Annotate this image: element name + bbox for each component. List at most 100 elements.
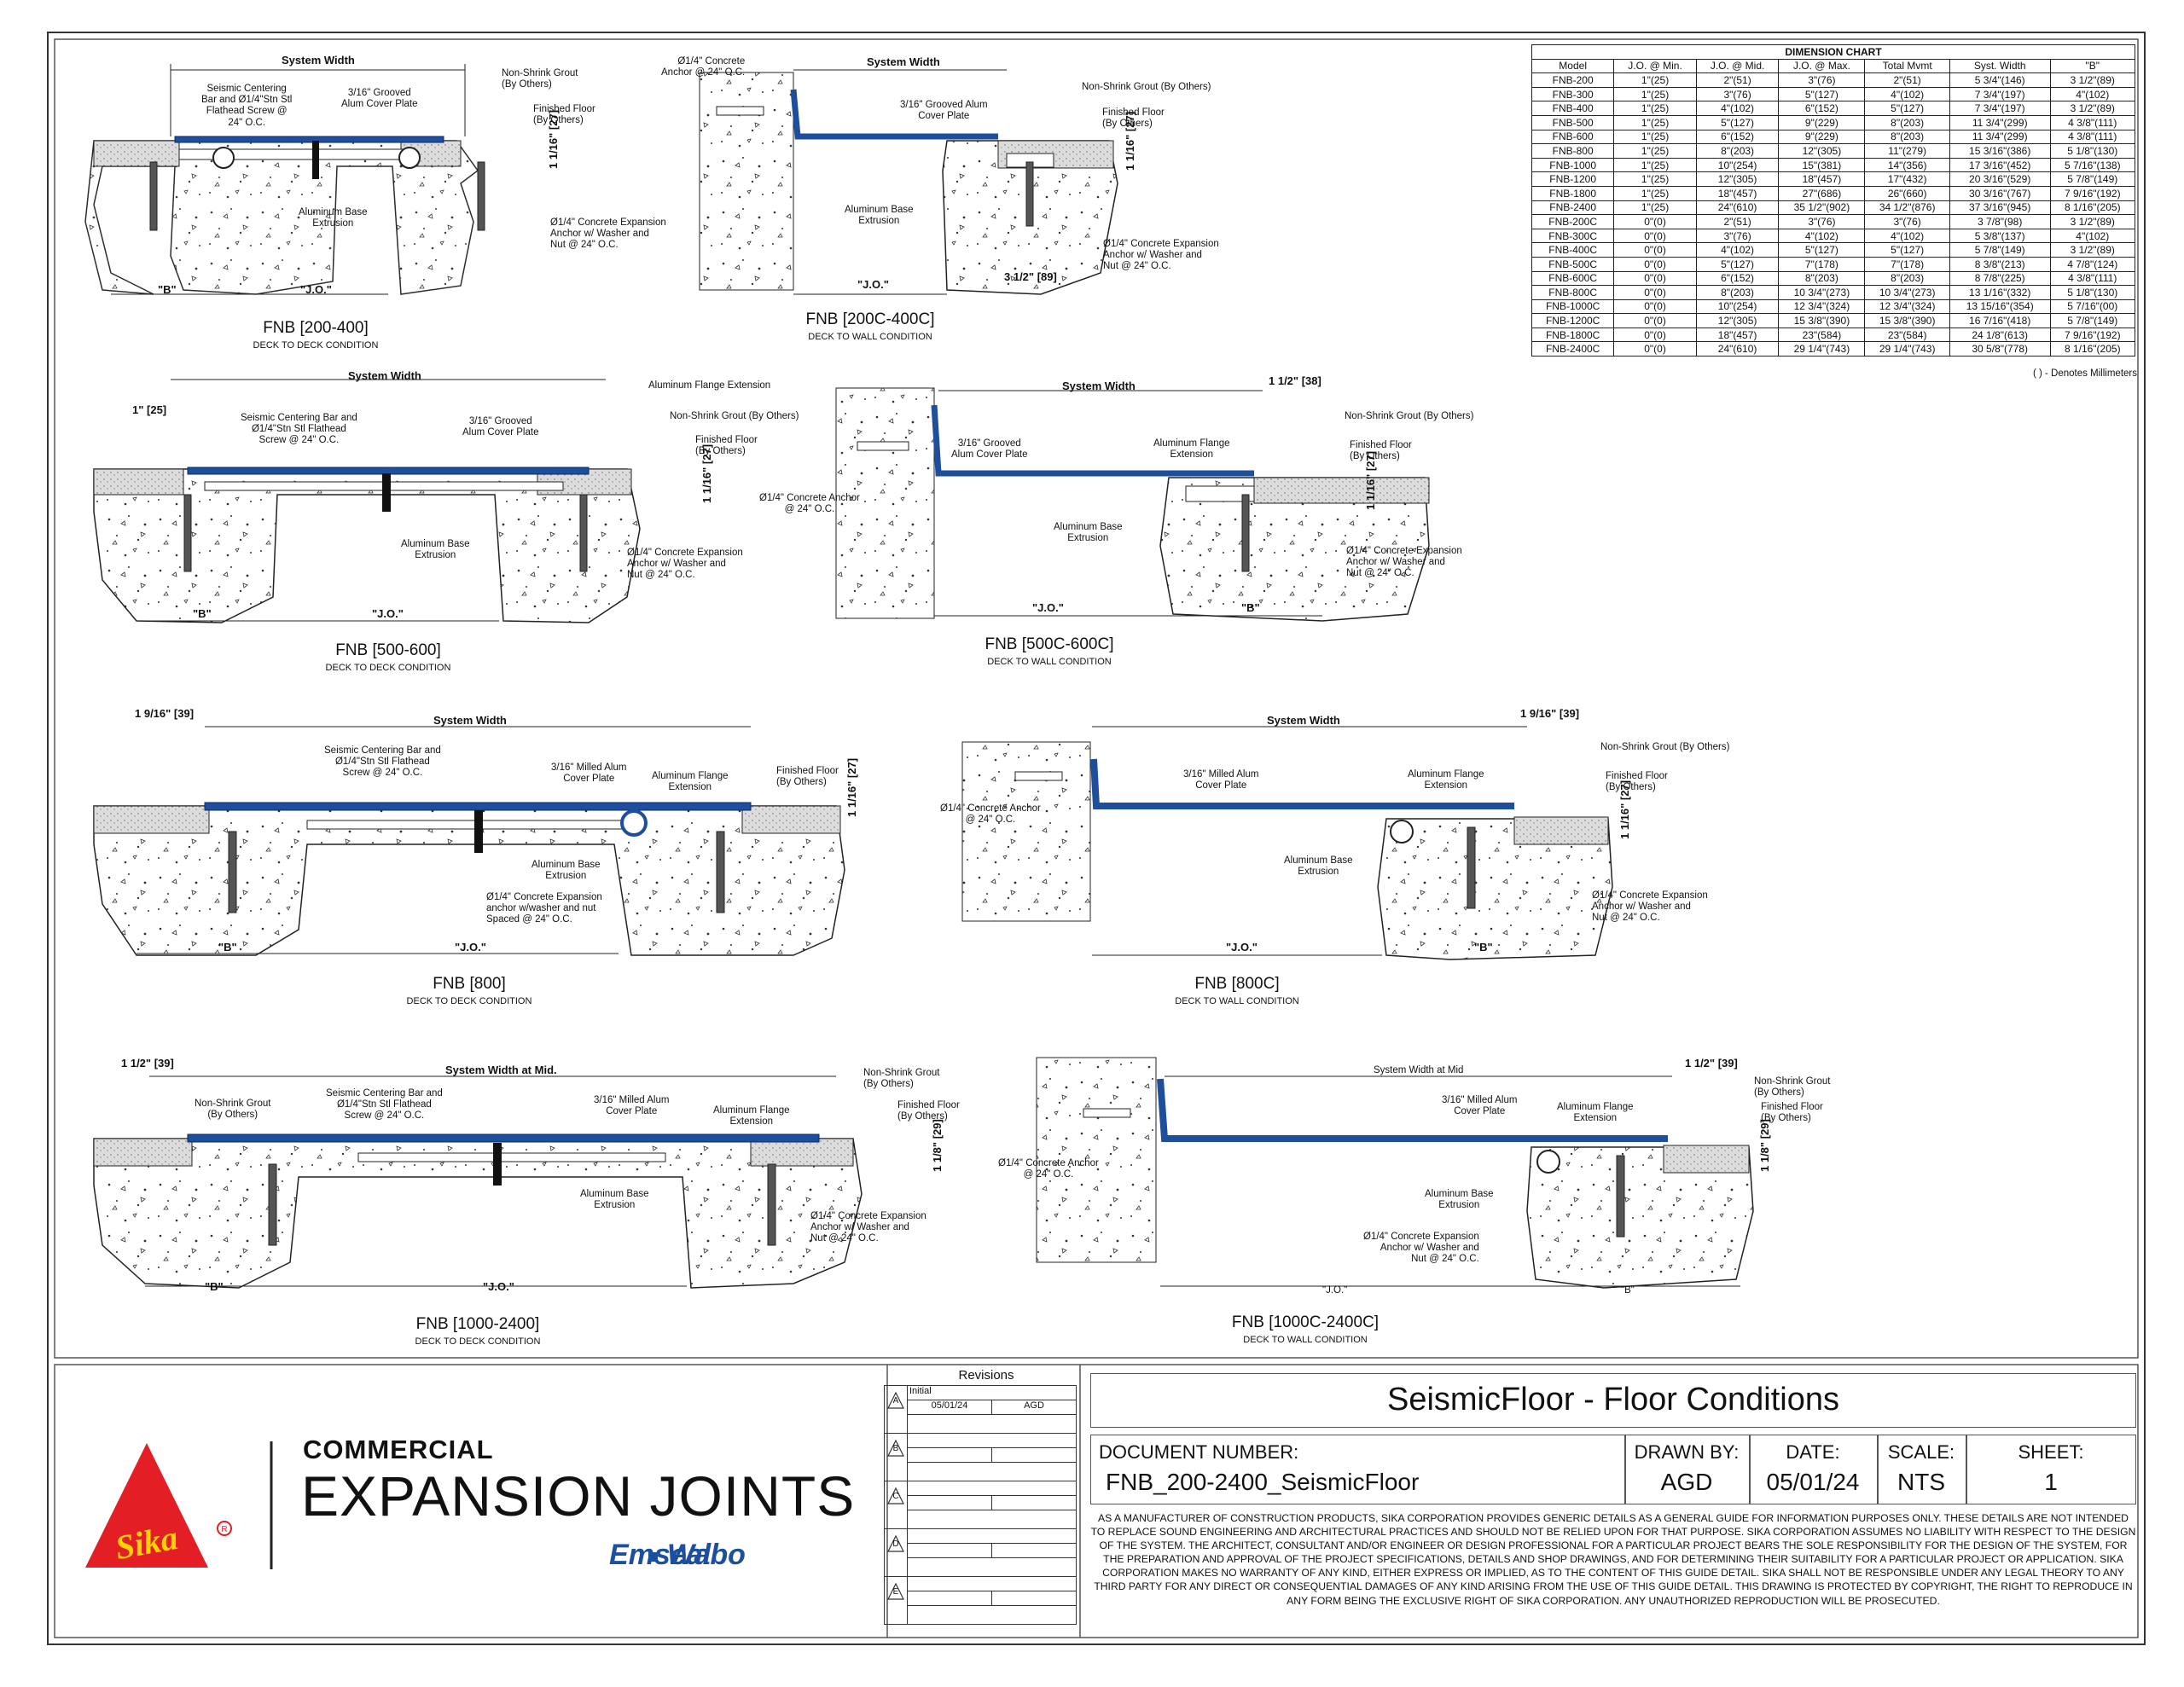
revision-description bbox=[908, 1481, 1076, 1496]
chart-cell: 5 3/8"(137) bbox=[1949, 228, 2051, 244]
label: "B" bbox=[1621, 1285, 1635, 1296]
chart-cell: 6"(152) bbox=[1778, 101, 1866, 116]
chart-cell: 4 3/8"(111) bbox=[2049, 270, 2136, 287]
label: Non-Shrink Grout (By Others) bbox=[670, 411, 799, 421]
chart-cell: 5"(127) bbox=[1864, 101, 1950, 116]
label: Non-Shrink Grout (By Others) bbox=[1600, 742, 1730, 752]
chart-cell: 4 7/8"(124) bbox=[2049, 256, 2136, 272]
chart-cell: 12"(305) bbox=[1695, 171, 1780, 187]
revision-detail-cell bbox=[907, 1481, 1077, 1529]
label: 1 1/2" [39] bbox=[1685, 1057, 1738, 1070]
revision-description: Initial bbox=[908, 1386, 1076, 1400]
label: Aluminum Base Extrusion bbox=[531, 860, 601, 882]
label: 1 1/2" [38] bbox=[1269, 374, 1321, 387]
chart-cell: 15"(381) bbox=[1778, 157, 1866, 173]
label: Finished Floor (By Others) bbox=[1761, 1102, 1823, 1124]
label: 1" [25] bbox=[132, 403, 167, 416]
revision-date bbox=[908, 1544, 991, 1557]
label: 1 1/8" [29] bbox=[931, 1119, 944, 1172]
chart-cell: FNB-2400C bbox=[1531, 341, 1615, 357]
detail-fnb-500-600 bbox=[93, 379, 641, 623]
label: 3/16" Grooved Alum Cover Plate bbox=[462, 416, 539, 438]
chart-cell: 0"(0) bbox=[1613, 341, 1697, 357]
label: Ø1/4" Concrete Expansion Anchor w/ Washe… bbox=[550, 217, 666, 251]
chart-cell: 4"(102) bbox=[2049, 86, 2136, 102]
detail-title: FNB [200C-400C] bbox=[805, 310, 935, 328]
revision-description bbox=[908, 1529, 1076, 1544]
chart-cell: 1"(25) bbox=[1613, 143, 1697, 159]
chart-cell: 5"(127) bbox=[1864, 242, 1950, 258]
chart-cell: 4"(102) bbox=[1864, 228, 1950, 244]
chart-cell: FNB-1200 bbox=[1531, 171, 1615, 187]
chart-cell: FNB-800 bbox=[1531, 143, 1615, 159]
chart-cell: FNB-600C bbox=[1531, 270, 1615, 287]
label: Finished Floor (By Others) bbox=[1102, 107, 1165, 130]
chart-cell: 8 7/8"(225) bbox=[1949, 270, 2051, 287]
revision-row: B bbox=[884, 1433, 1077, 1481]
label: 3 1/2" [89] bbox=[1004, 270, 1057, 283]
brand-emseal: Emseal bbox=[609, 1539, 712, 1571]
sika-logo: Sika R bbox=[85, 1443, 232, 1568]
chart-cell: 14"(356) bbox=[1864, 157, 1950, 173]
label: System Width bbox=[282, 54, 355, 67]
doc-number: FNB_200-2400_SeismicFloor bbox=[1106, 1469, 1420, 1495]
label: Ø1/4" Concrete Expansion Anchor w/ Washe… bbox=[1363, 1232, 1479, 1265]
chart-cell: 3"(76) bbox=[1864, 214, 1950, 229]
date-value: 05/01/24 bbox=[1766, 1469, 1860, 1495]
chart-cell: FNB-1800C bbox=[1531, 327, 1615, 343]
label: Ø1/4" Concrete Anchor @ 24" O.C. bbox=[759, 493, 860, 515]
chart-cell: 23"(584) bbox=[1864, 327, 1950, 343]
drawn-by: AGD bbox=[1660, 1469, 1713, 1495]
revision-detail-cell bbox=[907, 1528, 1077, 1577]
chart-cell: FNB-1200C bbox=[1531, 313, 1615, 328]
dimension-chart-note: ( ) - Denotes Millimeters bbox=[2032, 368, 2137, 379]
chart-cell: 2"(51) bbox=[1864, 72, 1950, 88]
chart-cell: 3 7/8"(98) bbox=[1949, 214, 2051, 229]
detail-fnb-800c bbox=[961, 726, 1613, 960]
detail-title: FNB [500C-600C] bbox=[985, 635, 1114, 653]
label: Seismic Centering Bar and Ø1/4"Stn Stl F… bbox=[241, 413, 357, 446]
chart-cell: 16 7/16"(418) bbox=[1949, 313, 2051, 328]
disclaimer: AS A MANUFACTURER OF CONSTRUCTION PRODUC… bbox=[1090, 1512, 2136, 1607]
chart-cell: 5"(127) bbox=[1695, 256, 1780, 272]
chart-cell: FNB-2400 bbox=[1531, 200, 1615, 216]
chart-cell: FNB-300 bbox=[1531, 86, 1615, 102]
label: Aluminum Base Extrusion bbox=[401, 539, 470, 561]
chart-cell: 5 1/8"(130) bbox=[2049, 143, 2136, 159]
detail-subtitle: DECK TO WALL CONDITION bbox=[808, 332, 932, 342]
chart-cell: 0"(0) bbox=[1613, 228, 1697, 244]
chart-cell: 34 1/2"(876) bbox=[1864, 200, 1950, 216]
chart-cell: 1"(25) bbox=[1613, 101, 1697, 116]
revision-triangle-icon: A bbox=[886, 1391, 905, 1410]
drawn-by-label: DRAWN BY: bbox=[1634, 1441, 1740, 1463]
chart-cell: 7 3/4"(197) bbox=[1949, 101, 2051, 116]
chart-cell: 23"(584) bbox=[1778, 327, 1866, 343]
detail-subtitle: DECK TO DECK CONDITION bbox=[325, 663, 451, 673]
chart-cell: 3"(76) bbox=[1778, 214, 1866, 229]
label: System Width bbox=[348, 369, 421, 382]
chart-cell: 29 1/4"(743) bbox=[1864, 341, 1950, 357]
label: Aluminum Flange Extension bbox=[1153, 438, 1230, 461]
chart-cell: 6"(152) bbox=[1695, 270, 1780, 287]
label: "B" bbox=[193, 607, 212, 620]
label: Aluminum Base Extrusion bbox=[580, 1189, 649, 1211]
label: Non-Shrink Grout (By Others) bbox=[195, 1099, 271, 1121]
label: Aluminum Base Extrusion bbox=[1425, 1189, 1494, 1211]
chart-cell: 1"(25) bbox=[1613, 185, 1697, 201]
chart-cell: 5 7/16"(138) bbox=[2049, 157, 2136, 173]
chart-cell: FNB-1800 bbox=[1531, 185, 1615, 201]
label: 1 1/16" [27] bbox=[547, 109, 560, 169]
chart-cell: 8 1/16"(205) bbox=[2049, 341, 2136, 357]
revision-by bbox=[991, 1448, 1076, 1462]
chart-cell: FNB-400C bbox=[1531, 242, 1615, 258]
detail-fnb-1000c-2400c bbox=[1036, 1057, 1754, 1289]
revision-letter-cell: C bbox=[884, 1481, 908, 1529]
